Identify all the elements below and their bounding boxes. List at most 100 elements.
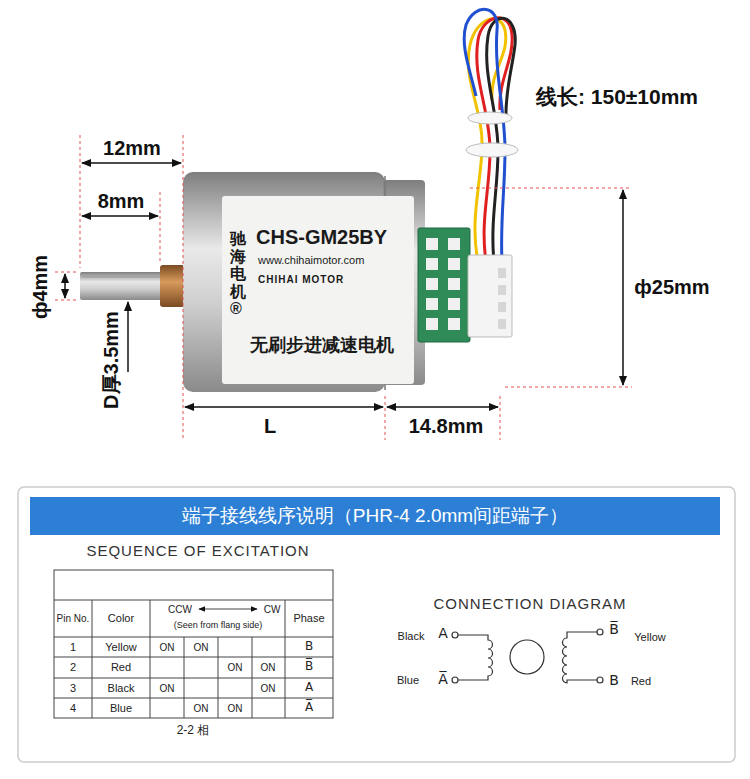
model-number: CHS-GM25BY [256, 226, 387, 248]
extension-line [55, 135, 632, 440]
dimension-arrow-part [64, 274, 66, 298]
motor-body-part-part [448, 298, 460, 310]
phase-name: B [609, 673, 619, 688]
phase-name: A̅ [305, 701, 313, 714]
dimension-arrow-part [82, 162, 181, 164]
extension-line-part [500, 396, 501, 440]
phase-name: A [438, 626, 448, 641]
extension-line-part [505, 387, 632, 388]
pin-number: 4 [70, 702, 76, 714]
motor-body [80, 172, 512, 392]
excitation-table-part [184, 637, 185, 718]
table-header: CW [264, 604, 281, 615]
wire-bundle-part [468, 112, 512, 124]
motor-body-part-part [426, 238, 438, 250]
excitation-table-part [54, 637, 333, 638]
dimension-arrow-part [622, 190, 624, 385]
coil-symbol [452, 629, 603, 683]
wire-color: Black [398, 630, 425, 642]
motor-body-part-part [498, 285, 506, 295]
pin-number: 1 [70, 641, 76, 653]
step-state: ON [261, 683, 276, 694]
step-state: ON [194, 703, 209, 714]
motor-body-part [498, 268, 506, 329]
dimension: 12mm [103, 137, 161, 159]
motor-body-part-part [498, 319, 506, 329]
motor-body-part-part [498, 302, 506, 312]
coil-symbol-part [510, 640, 544, 674]
dimension: 14.8mm [409, 415, 484, 437]
motor-body-part [468, 255, 512, 337]
section-banner: 端子接线线序说明（PHR-4 2.0mm间距端子） [30, 497, 720, 535]
step-state: ON [194, 642, 209, 653]
coil-symbol-part [597, 629, 603, 635]
excitation-table-part [199, 609, 257, 610]
wire-color: Yellow [634, 631, 665, 643]
excitation-table-part [285, 600, 286, 718]
extension-line-part [160, 192, 161, 262]
wire-color: Blue [397, 674, 419, 686]
excitation-table-part [252, 637, 253, 718]
motor-body-part-part [426, 258, 438, 270]
coil-symbol-part [597, 677, 603, 683]
excitation-table-part [54, 600, 333, 601]
motor-label: 驰海电机®CHS-GM25BYwww.chihaimotor.comCHIHAI… [222, 196, 414, 384]
dimension-arrow-part [387, 406, 498, 408]
coil-symbol-part [563, 632, 598, 683]
banner-title: 端子接线线序说明（PHR-4 2.0mm间距端子） [182, 503, 568, 529]
table-header: Color [108, 612, 134, 624]
excitation-table-part [92, 600, 93, 718]
dimension: ф25mm [634, 276, 709, 298]
brand-name: CHIHAI MOTOR [258, 274, 344, 285]
pin-number: 3 [70, 682, 76, 694]
motor-body-part-part [448, 278, 460, 290]
dimension-arrow-part [185, 406, 383, 408]
coil-symbol-part [458, 635, 493, 680]
diagram-title: CONNECTION DIAGRAM [433, 596, 626, 613]
wire-color: Yellow [105, 641, 136, 653]
dimension: D厚3.5mm [100, 311, 122, 409]
motor-body-part-part [426, 278, 438, 290]
coil-symbol-part [452, 677, 458, 683]
excitation-table-part [218, 637, 219, 718]
dimension: 8mm [98, 190, 145, 212]
extension-line-part [385, 396, 386, 440]
dimension-arrow-part [82, 215, 158, 217]
dimension-arrow [65, 163, 623, 407]
phase-name: B̅ [609, 622, 619, 637]
pin-number: 2 [70, 661, 76, 673]
motor-body-part [426, 238, 460, 330]
extension-line-part [55, 272, 78, 273]
excitation-table-part [54, 678, 333, 679]
motor-body-part [82, 277, 160, 278]
phase-name: A [305, 681, 313, 694]
extension-line-part [80, 135, 81, 268]
motor-body-part-part [426, 298, 438, 310]
motor-body-part-part [426, 318, 438, 330]
dimension: L [264, 415, 276, 437]
wire-color: Red [631, 675, 651, 687]
step-state: ON [261, 662, 276, 673]
phase-name: B̅ [305, 660, 313, 673]
table-note: 2-2 相 [177, 724, 210, 737]
table-header: CCW [168, 604, 192, 615]
dimension: ф4mm [29, 255, 51, 319]
step-state: ON [228, 662, 243, 673]
phase-name: B [305, 640, 313, 653]
wire-bundle-part [466, 143, 518, 157]
table-header: (Seen from flang side) [174, 621, 263, 631]
motor-body-part-part [448, 258, 460, 270]
table-frame [18, 487, 735, 762]
table-header: Phase [293, 612, 324, 624]
table-frame-part [18, 487, 735, 762]
wire-color: Blue [110, 702, 132, 714]
wire-length: 线长: 150±10mm [536, 85, 698, 108]
website: www.chihaimotor.com [258, 254, 364, 266]
excitation-table-part [54, 698, 333, 699]
wire-bundle [464, 9, 518, 262]
motor-body-part [80, 272, 164, 300]
excitation-table-part [54, 657, 333, 658]
table-title: SEQUENCE OF EXCITATION [86, 543, 309, 560]
wire-color: Black [108, 682, 135, 694]
